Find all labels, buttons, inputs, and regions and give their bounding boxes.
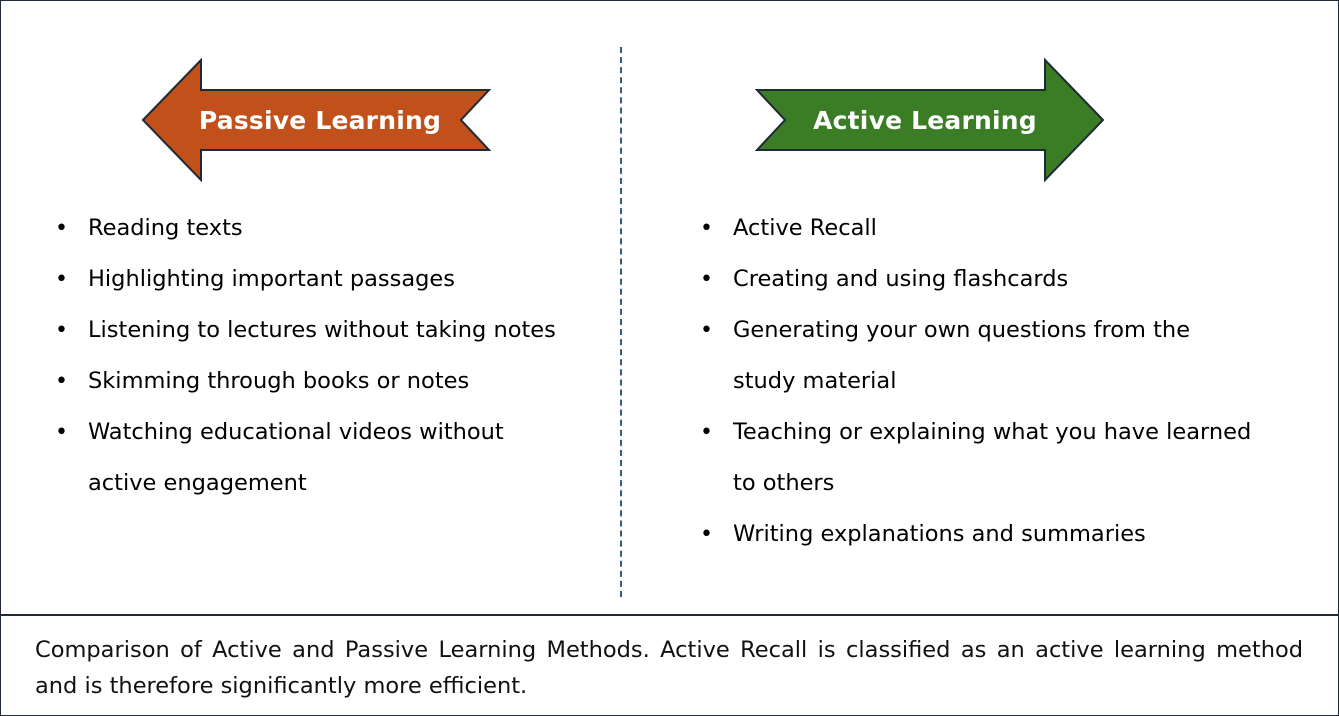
active-methods-list: • Active Recall • Creating and using flashc… [700,203,1300,560]
bullet-icon: • [700,318,713,343]
list-item: • Skimming through books or notes [55,356,595,407]
list-item-text: active engagement [88,470,307,496]
passive-learning-arrow: Passive Learning [141,57,493,183]
bullet-icon: • [55,318,68,343]
list-item-text: Writing explanations and summaries [733,521,1146,547]
list-item: • Writing explanations and summaries [700,509,1300,560]
list-item: • Creating and using flashcards [700,254,1300,305]
list-item-text: Skimming through books or notes [88,368,470,394]
passive-arrow-shape [141,57,492,183]
bullet-icon: • [55,216,68,241]
comparison-panel: Passive Learning Active Learning • Readin… [1,1,1338,615]
caption-divider [0,614,1339,616]
list-item: • Active Recall [700,203,1300,254]
list-item-text: Creating and using flashcards [733,266,1069,292]
active-learning-arrow: Active Learning [753,57,1105,183]
right-arrow-icon [754,57,1105,183]
left-arrow-icon [141,57,492,183]
list-item-text: Reading texts [88,215,243,241]
list-item: • Generating your own questions from the s… [700,305,1300,407]
list-item-text: study material [733,368,897,394]
list-item: • Highlighting important passages [55,254,595,305]
bullet-icon: • [55,369,68,394]
dashed-divider [620,47,622,597]
passive-methods-list: • Reading texts • Highlighting important pa… [55,203,595,509]
bullet-icon: • [55,420,68,445]
bullet-icon: • [55,267,68,292]
list-item-text: Generating your own questions from the [733,317,1191,343]
list-item: • Listening to lectures without taking no… [55,305,595,356]
active-arrow-shape [754,57,1105,183]
bullet-icon: • [700,267,713,292]
list-item-text: Highlighting important passages [88,266,455,292]
list-item: • Teaching or explaining what you have le… [700,407,1300,509]
list-item-text: Active Recall [733,215,877,241]
list-item-text: Watching educational videos without [88,419,504,445]
list-item-text: Teaching or explaining what you have lea… [733,419,1252,445]
list-item: • Watching educational videos without acti… [55,407,595,509]
figure-caption: Comparison of Active and Passive Learnin… [35,637,1303,699]
list-item-text: Listening to lectures without taking not… [88,317,556,343]
bullet-icon: • [700,522,713,547]
bullet-icon: • [700,216,713,241]
bullet-icon: • [700,420,713,445]
passive-learning-title: Passive Learning [198,105,442,135]
list-item: • Reading texts [55,203,595,254]
active-learning-title: Active Learning [813,105,1037,135]
list-item-text: to others [733,470,835,496]
